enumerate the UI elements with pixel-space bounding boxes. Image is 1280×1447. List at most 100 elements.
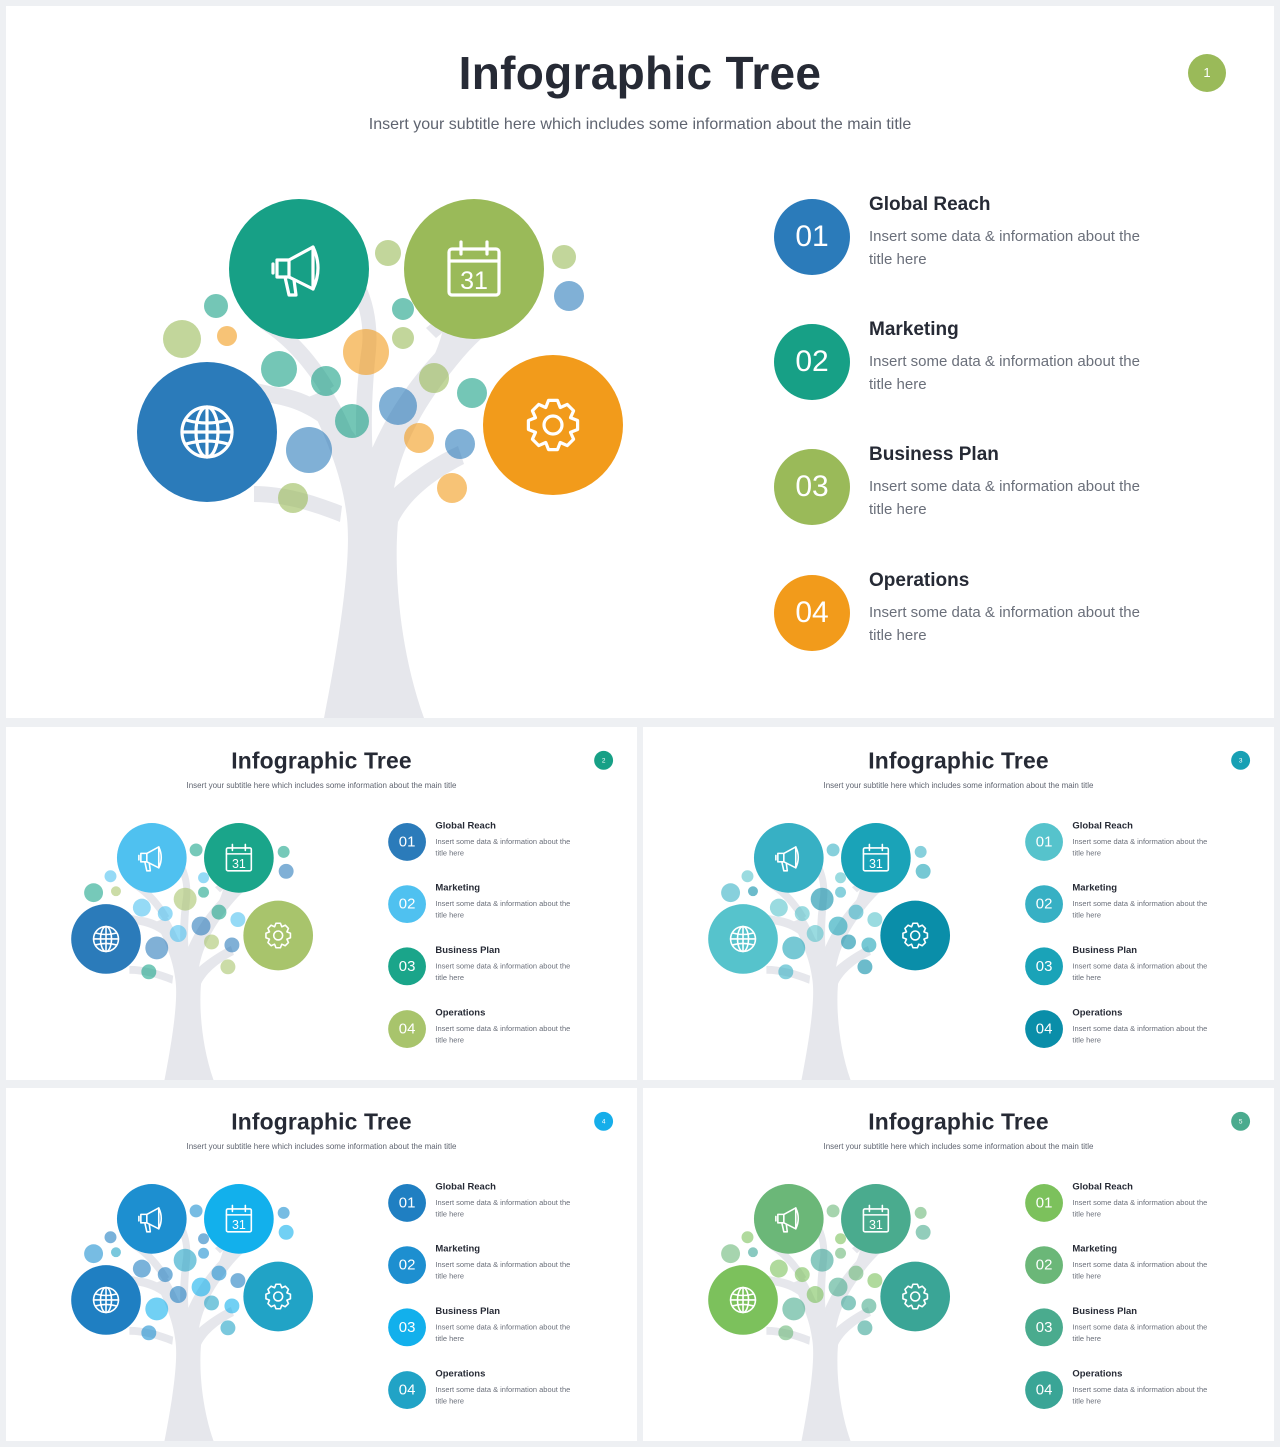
item-title: Operations <box>869 570 970 591</box>
slide-subtitle: Insert your subtitle here which includes… <box>186 1142 457 1152</box>
leaf-dot <box>217 326 237 346</box>
item-description: Insert some data & information about the… <box>869 604 1140 644</box>
megaphone-icon <box>775 846 800 872</box>
item-number-circle: 02 <box>774 324 850 400</box>
leaf-dot <box>915 1224 931 1240</box>
leaf-dot <box>857 1320 873 1336</box>
leaf-dot <box>189 843 203 857</box>
leaf-dot <box>445 429 475 459</box>
leaf-dot <box>261 351 297 387</box>
calendar-circle <box>204 823 274 893</box>
leaf-dot <box>806 925 824 942</box>
item-description: Insert some data & information about the… <box>1072 961 1208 982</box>
gear-icon <box>902 922 929 949</box>
leaf-dot <box>778 964 794 980</box>
item-title: Operations <box>1072 1368 1123 1380</box>
leaf-dot <box>747 1247 758 1258</box>
tree-big-circles: 31 <box>137 199 623 502</box>
leaf-dot <box>141 964 157 980</box>
item-description: Insert some data & information about the… <box>869 353 1140 393</box>
leaf-dot <box>835 1233 847 1245</box>
gear-icon <box>265 1283 292 1310</box>
item-title: Global Reach <box>869 194 991 215</box>
item-title: Global Reach <box>435 1181 496 1192</box>
infographic-tree: 31 <box>708 823 951 1080</box>
leaf-dot <box>277 845 290 858</box>
calendar-circle <box>841 1184 911 1254</box>
leaf-dot <box>769 898 788 917</box>
leaf-dot <box>277 1206 290 1219</box>
leaf-dot <box>810 1248 834 1272</box>
calendar-icon: 31 <box>862 1204 890 1233</box>
leaf-dot <box>220 1320 236 1336</box>
leaf-dot <box>826 843 840 857</box>
leaf-dot <box>204 934 219 950</box>
leaf-dot <box>198 886 210 898</box>
page-number-badge: 3 <box>1231 750 1251 770</box>
leaf-dot <box>204 1295 219 1311</box>
leaf-dot <box>230 1273 246 1289</box>
item-number-circle: 02 <box>1025 885 1063 924</box>
leaf-dot <box>169 925 187 942</box>
item-description: Insert some data & information about the… <box>1072 1322 1208 1343</box>
leaf-dot <box>224 937 240 953</box>
leaf-dot <box>132 1259 151 1278</box>
leaf-dot <box>741 1231 754 1244</box>
leaf-dot <box>741 870 754 883</box>
leaf-dot <box>828 1277 848 1297</box>
item-description: Insert some data & information about the… <box>435 899 571 920</box>
leaf-dot <box>848 1265 864 1281</box>
leaf-dot <box>914 1206 927 1219</box>
leaf-dot <box>211 1265 227 1281</box>
leaf-dot <box>173 1248 197 1272</box>
leaf-dot <box>189 1204 203 1218</box>
leaf-dot <box>157 1267 173 1283</box>
item-description: Insert some data & information about the… <box>1072 1024 1208 1045</box>
leaf-dot <box>867 912 883 928</box>
leaf-dot <box>110 886 121 897</box>
item-title: Business Plan <box>1072 944 1138 956</box>
item-title: Marketing <box>435 1243 481 1255</box>
item-description: Insert some data & information about the… <box>435 1024 571 1045</box>
leaf-dot <box>747 886 758 897</box>
item-description: Insert some data & information about the… <box>435 837 571 858</box>
megaphone-circle <box>229 199 369 339</box>
item-number-circle: 04 <box>388 1371 426 1409</box>
leaf-dot <box>841 934 856 950</box>
item-description: Insert some data & information about the… <box>1072 1385 1208 1406</box>
leaf-dot <box>552 245 576 269</box>
calendar-day: 31 <box>869 857 883 871</box>
leaf-dot <box>794 1267 810 1283</box>
leaf-dot <box>163 320 201 358</box>
calendar-day: 31 <box>232 1218 246 1232</box>
globe-icon <box>92 1286 120 1314</box>
infographic-tree: 31 <box>71 1184 314 1441</box>
item-title: Business Plan <box>869 444 999 465</box>
item-number-circle: 03 <box>388 947 426 986</box>
leaf-dot <box>278 483 308 513</box>
item-description: Insert some data & information about the… <box>1072 837 1208 858</box>
tree-big-circles: 31 <box>708 823 951 974</box>
megaphone-icon <box>138 846 163 872</box>
gear-circle <box>880 1261 951 1332</box>
leaf-dot <box>104 870 117 883</box>
leaf-dot <box>867 1273 883 1289</box>
slide-title: Infographic Tree <box>231 1108 412 1135</box>
globe-icon <box>180 405 234 459</box>
leaf-dot <box>810 887 834 911</box>
gear-icon <box>526 398 580 452</box>
item-number-circle: 01 <box>1025 1184 1063 1222</box>
item-title: Global Reach <box>435 820 496 831</box>
item-description: Insert some data & information about the… <box>1072 1260 1208 1281</box>
calendar-day: 31 <box>232 857 246 871</box>
